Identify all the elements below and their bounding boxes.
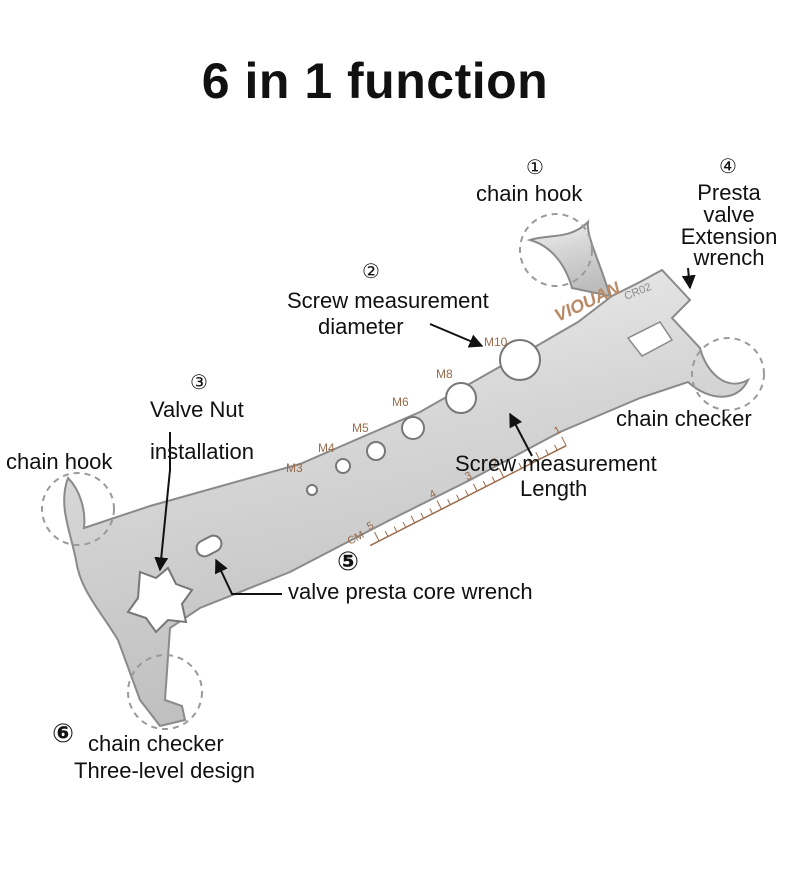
hole-label-m8: M8 [436,367,453,381]
hole-label-m5: M5 [352,421,369,435]
hole-label-m3: M3 [286,461,303,475]
label-screw-diameter-line1: Screw measurement [287,288,489,313]
callout-number-1: ① [526,157,544,179]
hole-m5 [366,441,386,461]
callout-number-2: ② [362,261,380,283]
arrow-core-wrench [215,558,282,595]
label-screw-length-line1: Screw measurement [455,451,657,476]
label-presta-line2: valve [703,202,755,227]
label-screw-diameter-line2: diameter [318,314,404,339]
hole-m8 [445,382,477,414]
ruler-num-5: 5 [365,520,376,533]
ruler: CM 5 4 3 2 1 [345,424,567,548]
label-presta-line4: wrench [693,245,765,270]
top-hook [526,219,612,298]
arrow-valve-nut [154,432,171,572]
label-chain-checker-bottom-line1: chain checker [88,731,224,756]
hole-m4 [335,458,351,474]
label-valve-nut-line1: Valve Nut [150,397,244,422]
callout-number-3: ③ [190,372,208,394]
label-valve-nut-line2: installation [150,439,254,464]
highlight-bottom-checker [127,654,203,730]
arrow-presta-wrench [681,267,696,290]
label-core-wrench: valve presta core wrench [288,579,533,604]
hole-m10 [499,339,541,381]
hole-label-m6: M6 [392,395,409,409]
arrow-diameter [429,323,484,348]
ruler-num-4: 4 [427,488,438,501]
valve-core-slot [195,534,223,558]
label-chain-checker-bottom-line2: Three-level design [74,758,255,783]
page-title: 6 in 1 function [201,53,549,109]
label-chain-checker-right: chain checker [616,406,752,431]
highlight-top-hook [519,213,593,287]
callout-number-4: ④ [719,156,737,178]
highlight-right-checker [691,337,765,411]
label-presta-line1: Presta [697,180,761,205]
hole-label-m10: M10 [484,335,508,349]
arrow-screw-length [509,412,533,457]
ruler-num-1: 1 [552,424,563,437]
hole-m6 [401,416,425,440]
hole-label-m4: M4 [318,441,335,455]
tool-body [63,268,751,728]
hole-m3 [306,484,318,496]
label-screw-length-line2: Length [520,476,588,501]
highlight-left-hook [41,472,115,546]
callout-number-6: ⑥ [52,718,75,748]
label-chain-hook-left: chain hook [6,449,113,474]
callout-number-5: ⑤ [337,546,360,576]
label-presta-line3: Extension [680,224,778,249]
ruler-num-2: 2 [490,456,501,469]
label-chain-hook-top: chain hook [476,181,583,206]
ruler-num-3: 3 [463,470,474,483]
